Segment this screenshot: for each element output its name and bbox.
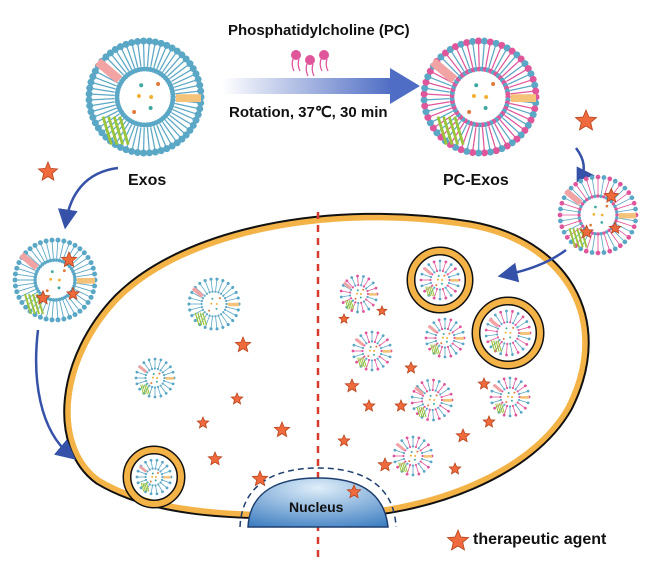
reaction-condition-label: Rotation, 37℃, 30 min (229, 104, 388, 121)
star-icon (404, 360, 418, 374)
star-icon (455, 427, 471, 443)
star-icon (35, 289, 51, 305)
vesicle-icon (406, 246, 474, 314)
vesicle-icon (392, 435, 434, 477)
star-icon (608, 221, 622, 235)
star-icon (337, 433, 351, 447)
vesicle-icon (420, 37, 540, 157)
star-icon (207, 450, 223, 466)
star-icon (65, 286, 81, 301)
star-icon (574, 108, 598, 131)
star-icon (230, 391, 244, 405)
star-icon (273, 420, 291, 438)
star-icon (37, 160, 59, 181)
star-icon (446, 528, 470, 551)
arrow-loaded-to-cell-right (497, 248, 567, 283)
vesicle-icon (410, 378, 454, 422)
vesicle-icon (85, 37, 205, 157)
transformation-arrow (222, 68, 420, 104)
pc-exos-label: PC-Exos (443, 172, 509, 189)
star-icon (251, 469, 269, 487)
vesicle-icon (134, 357, 176, 399)
pc-reagent-label: Phosphatidylcholine (PC) (228, 22, 410, 39)
legend-label: therapeutic agent (473, 531, 607, 548)
arrow-pcexos-to-loaded (574, 147, 595, 189)
arrow-loaded-to-cell-left (34, 329, 76, 460)
vesicle-icon (424, 317, 466, 359)
star-icon (579, 224, 595, 239)
star-icon (234, 335, 252, 353)
vesicle-icon (187, 277, 241, 331)
vesicle-icon (557, 174, 639, 256)
star-icon (603, 187, 620, 203)
star-icon (344, 377, 360, 393)
vesicle-icon (471, 296, 545, 370)
star-icon (376, 304, 388, 316)
star-icon (346, 483, 362, 499)
vesicle-icon (489, 376, 531, 418)
vesicle-icon (12, 237, 98, 323)
star-icon (196, 415, 210, 429)
star-icon (377, 456, 393, 472)
vesicle-icon (339, 274, 379, 314)
star-icon (477, 376, 491, 390)
vesicle-icon (122, 445, 186, 509)
star-icon (338, 312, 350, 324)
pc-molecule-icon (291, 50, 329, 77)
star-icon (448, 461, 462, 475)
star-icon (482, 414, 496, 428)
star-icon (60, 250, 78, 268)
star-icon (394, 398, 408, 412)
star-icon (362, 398, 376, 412)
arrow-exos-to-loaded (57, 166, 119, 230)
exos-label: Exos (128, 172, 167, 189)
vesicle-icon (351, 330, 393, 372)
nucleus-label: Nucleus (289, 499, 344, 515)
